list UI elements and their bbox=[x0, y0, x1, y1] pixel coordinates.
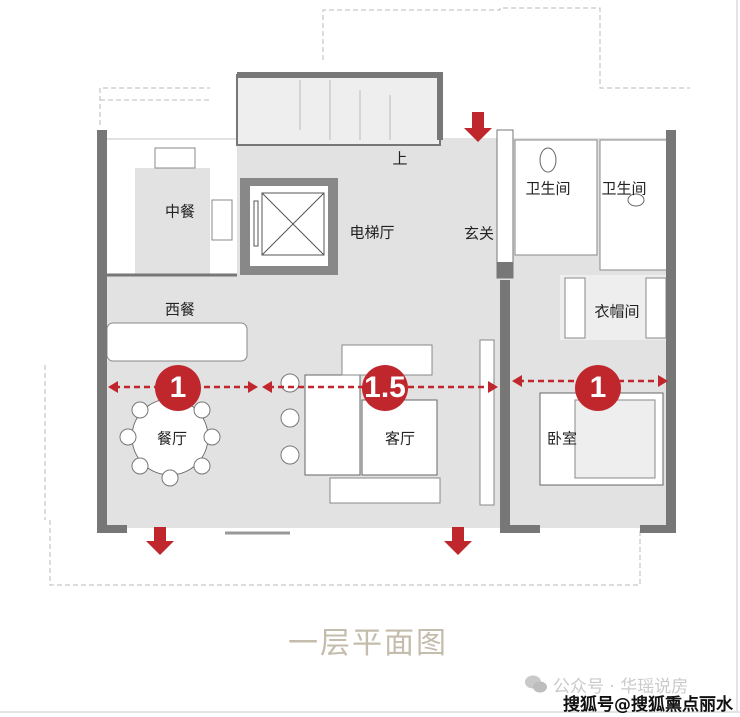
dimension-living: 1.5 bbox=[364, 371, 406, 404]
room-label-western-dining: 西餐 bbox=[164, 300, 196, 319]
room-label-stairs: 上 bbox=[392, 149, 408, 168]
room-label-elevator-hall: 电梯厅 bbox=[349, 223, 395, 242]
kitchen-island bbox=[135, 168, 210, 275]
room-label-bathroom-2: 卫生间 bbox=[601, 179, 647, 198]
room-label-bathroom-1: 卫生间 bbox=[525, 179, 571, 198]
watermark-official-account: 公众号 · 华瑶说房 bbox=[553, 677, 689, 697]
dimension-bedroom: 1 bbox=[589, 371, 607, 404]
exit-arrow-icon bbox=[444, 527, 472, 555]
room-label-dining-room: 餐厅 bbox=[156, 429, 188, 448]
room-label-cloakroom: 衣帽间 bbox=[594, 302, 640, 321]
room-label-bedroom: 卧室 bbox=[546, 429, 578, 448]
room-label-chinese-kitchen: 中餐 bbox=[164, 202, 196, 221]
dimension-dining: 1 bbox=[169, 371, 187, 404]
entry-arrow-icon bbox=[464, 112, 492, 142]
watermark-sohu: 搜狐号@搜狐熏点丽水站 bbox=[563, 695, 733, 715]
wechat-icon bbox=[525, 675, 547, 693]
room-label-living-room: 客厅 bbox=[384, 429, 416, 448]
exit-arrow-icon bbox=[146, 527, 174, 555]
plan-title: 一层平面图 bbox=[288, 626, 448, 661]
room-label-foyer: 玄关 bbox=[463, 224, 495, 243]
